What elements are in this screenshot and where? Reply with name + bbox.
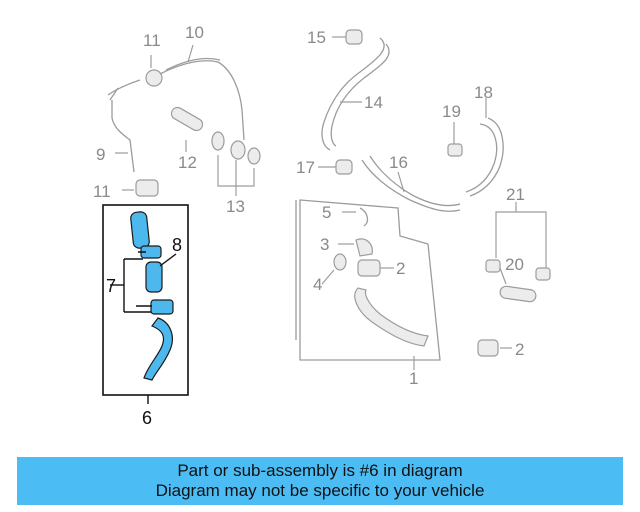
part-info-banner: Part or sub-assembly is #6 in diagram Di… [17,457,623,505]
callout-8: 8 [172,235,182,255]
assembly-box [102,204,189,396]
highlight-assembly [102,204,189,404]
parts-diagram: 11 10 9 12 11 13 8 7 6 15 14 17 16 19 18… [93,23,551,428]
upper-right-parts [318,29,504,212]
callout-6: 6 [142,408,152,428]
callout-17: 17 [296,158,315,177]
callout-5: 5 [322,203,331,222]
callout-15: 15 [307,28,326,47]
callout-12: 12 [178,153,197,172]
callout-14: 14 [364,93,383,112]
main-hose-region [295,199,441,370]
callout-18: 18 [474,83,493,102]
callout-7: 7 [106,276,116,296]
callout-11-top: 11 [143,31,161,50]
banner-line-1: Part or sub-assembly is #6 in diagram [177,461,463,480]
callout-3: 3 [320,235,329,254]
callout-13: 13 [226,197,245,216]
upper-left-parts [107,44,261,197]
callout-2-middle: 2 [396,259,405,278]
callout-2-right: 2 [515,340,524,359]
right-side-parts [477,202,551,357]
callout-4: 4 [313,275,322,294]
callout-20: 20 [505,255,524,274]
callout-1: 1 [409,369,418,388]
callout-9: 9 [96,145,105,164]
banner-line-2: Diagram may not be specific to your vehi… [155,481,485,500]
callout-labels: 11 10 9 12 11 13 8 7 6 15 14 17 16 19 18… [93,23,525,428]
callout-16: 16 [389,153,408,172]
callout-11-bottom: 11 [93,182,111,201]
callout-19: 19 [442,102,461,121]
callout-21: 21 [506,185,525,204]
callout-10: 10 [185,23,204,42]
